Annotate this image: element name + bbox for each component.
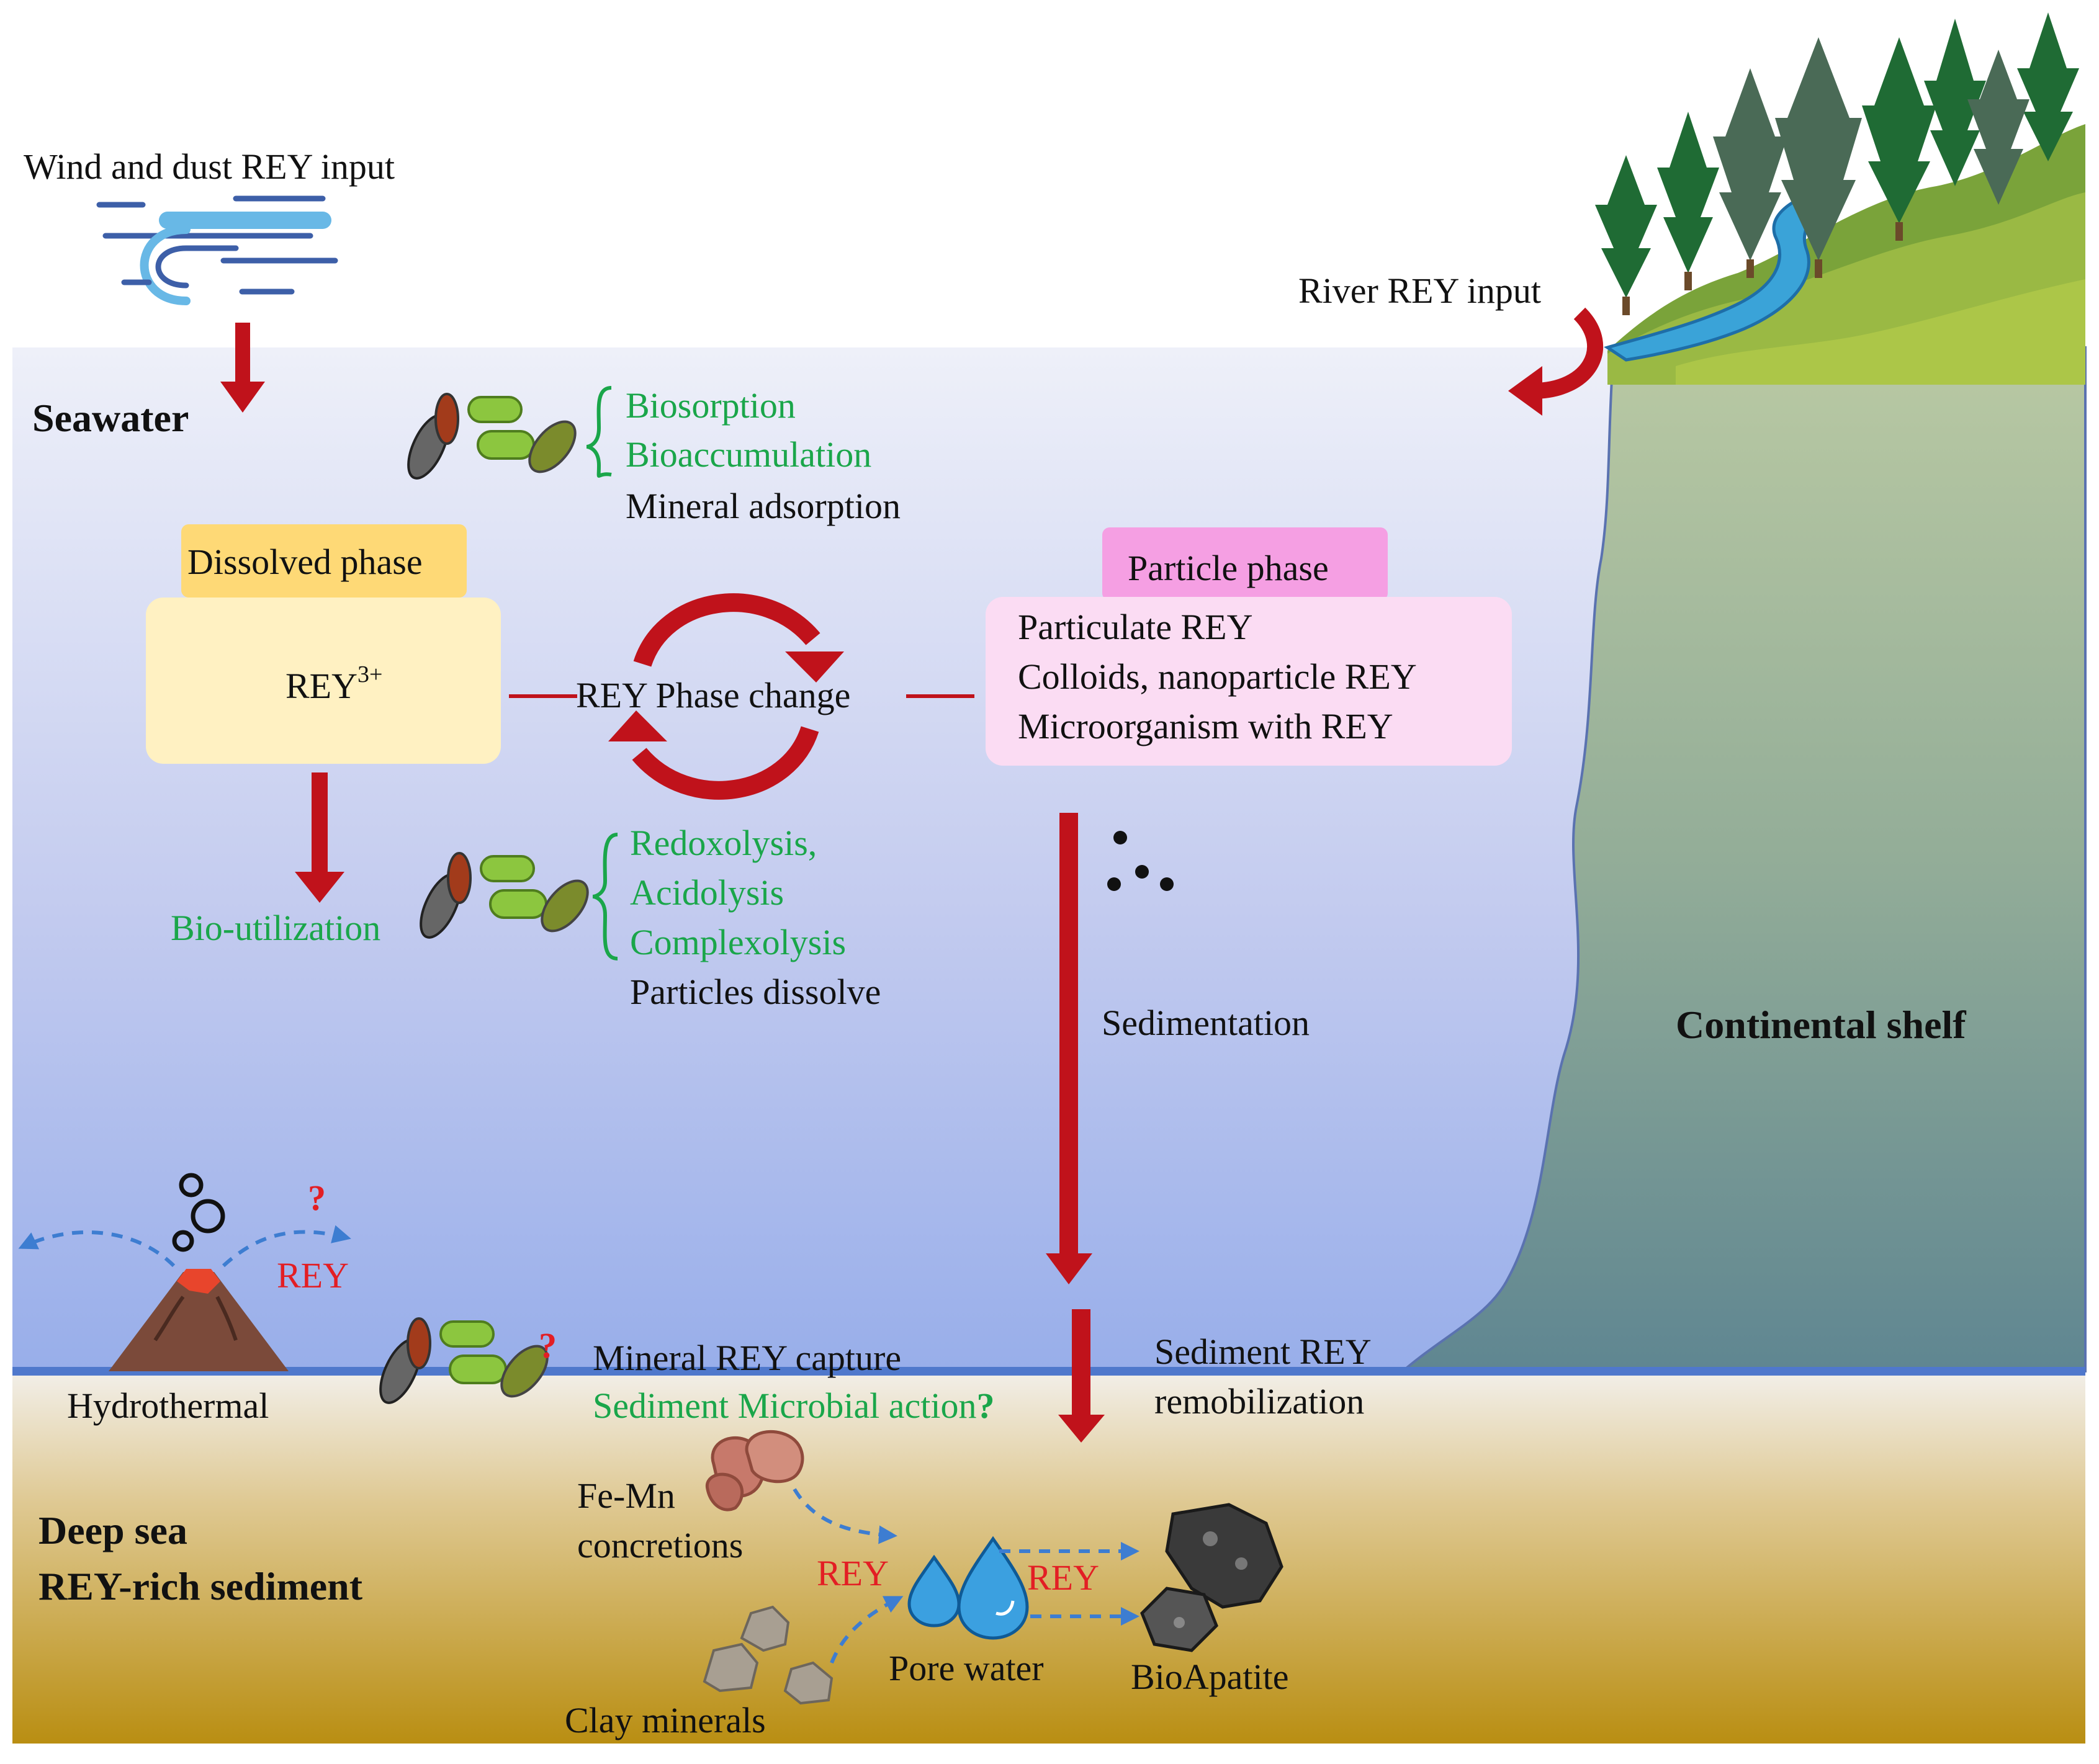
rey3-label: REY3+	[285, 661, 382, 706]
bubbles-icon	[172, 1173, 225, 1252]
colloids-label: Colloids, nanoparticle REY	[1018, 656, 1417, 697]
brace-middle	[592, 833, 618, 960]
acidolysis-label: Acidolysis	[630, 872, 784, 913]
bio-utilization-arrow	[295, 772, 344, 903]
brace-top	[586, 386, 612, 478]
mineral-capture-label: Mineral REY capture	[593, 1338, 901, 1378]
pore-water-icon	[907, 1536, 1029, 1640]
seafloor-line	[12, 1367, 2085, 1376]
phase-cycle-arrows	[608, 593, 844, 800]
particle-phase-label: Particle phase	[1128, 548, 1329, 588]
pine-trees	[1595, 12, 2079, 315]
bio-utilization-label: Bio-utilization	[171, 908, 380, 948]
biosorption-label: Biosorption	[626, 385, 796, 426]
microbe-question-mark: ?	[539, 1325, 557, 1366]
river-label: River REY input	[1298, 271, 1541, 311]
hydro-question-mark: ?	[308, 1178, 326, 1218]
complexolysis-label: Complexolysis	[630, 922, 846, 962]
continental-shelf-label: Continental shelf	[1676, 1003, 1966, 1047]
particle-dots	[1107, 831, 1174, 891]
forest-landscape	[1604, 124, 2085, 385]
particles-dissolve-label: Particles dissolve	[630, 972, 881, 1012]
mineral-adsorption-label: Mineral adsorption	[626, 486, 901, 526]
wind-label: Wind and dust REY input	[24, 146, 395, 187]
hydrothermal-label: Hydrothermal	[67, 1386, 269, 1426]
bioapatite-label: BioApatite	[1131, 1657, 1289, 1697]
hydro-dashed-left	[18, 1230, 176, 1268]
rey-pore-left-label: REY	[817, 1553, 889, 1593]
rey-rich-sediment-label: REY-rich sediment	[38, 1564, 363, 1608]
particulate-rey-label: Particulate REY	[1018, 607, 1253, 647]
dissolved-phase-label: Dissolved phase	[187, 542, 423, 582]
pore-water-label: Pore water	[889, 1648, 1044, 1688]
hydro-dashed-right	[222, 1225, 351, 1268]
sedimentation-label: Sedimentation	[1102, 1003, 1310, 1043]
clay-minerals-icon	[703, 1605, 834, 1705]
hydro-rey-label: REY	[277, 1255, 349, 1296]
sedimentation-arrow	[1046, 813, 1092, 1284]
sediment-region	[12, 1371, 2085, 1744]
femn-label: Fe-Mn	[577, 1475, 675, 1516]
sediment-rey-label: Sediment REY	[1154, 1332, 1372, 1372]
sediment-microbial-label: Sediment Microbial action?	[593, 1386, 995, 1426]
volcano-icon	[109, 1269, 289, 1371]
microbe-cluster-icon-top	[407, 393, 577, 480]
dissolved-phase-tab	[181, 524, 467, 598]
particle-phase-box	[986, 597, 1512, 766]
microorganism-label: Microorganism with REY	[1018, 706, 1393, 746]
continental-shelf-shape	[1399, 346, 2087, 1372]
wind-down-arrow	[220, 323, 265, 413]
bioapatite-icon	[1140, 1503, 1283, 1652]
phase-change-label: REY Phase change	[576, 675, 850, 715]
wind-icon	[96, 195, 338, 305]
bioaccumulation-label: Bioaccumulation	[626, 434, 871, 475]
microbe-cluster-icon-middle	[420, 852, 589, 939]
deep-sea-label: Deep sea	[38, 1508, 187, 1552]
clay-minerals-label: Clay minerals	[565, 1700, 766, 1740]
concretions-label: concretions	[577, 1525, 743, 1565]
seawater-label: Seawater	[32, 396, 189, 440]
redoxolysis-label: Redoxolysis,	[630, 823, 817, 863]
microbial-question-mark: ?	[977, 1386, 995, 1426]
rey3-superscript: 3+	[357, 661, 382, 687]
rey-pore-right-label: REY	[1027, 1557, 1099, 1598]
clay-dashed-arrow	[830, 1596, 904, 1664]
remobilization-arrow	[1058, 1309, 1105, 1443]
femn-concretions-icon	[705, 1430, 804, 1511]
microbe-cluster-icon-bottom	[379, 1317, 549, 1404]
remobilization-label: remobilization	[1154, 1381, 1364, 1421]
dissolved-phase-box	[146, 598, 501, 764]
river-input-arrow	[1508, 307, 1604, 416]
particle-phase-tab	[1102, 527, 1388, 601]
